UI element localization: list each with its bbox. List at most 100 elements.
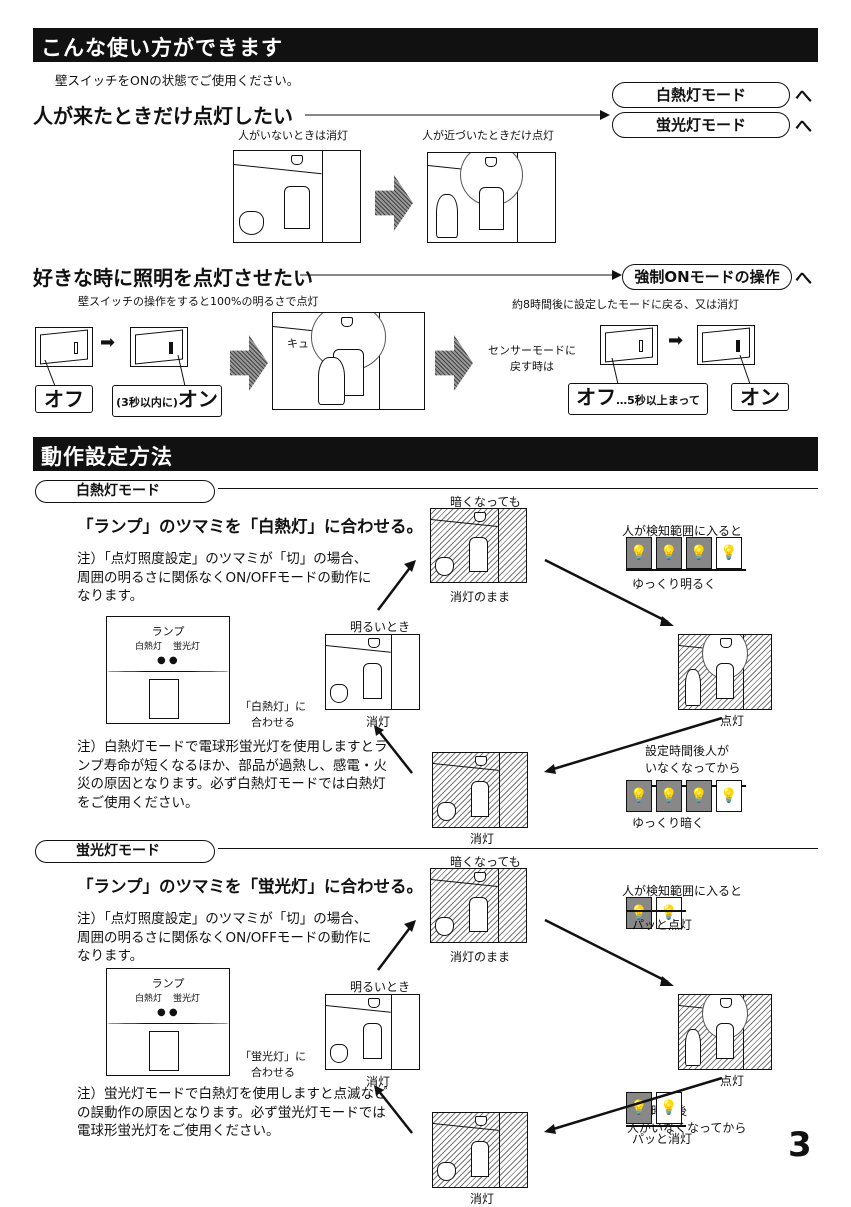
mode-section: 白熱灯モード 「ランプ」のツマミを「白熱灯」に合わせる。 注）「点灯照度設定」の… [0,480,851,846]
bulb-icon: 💡 [656,897,682,929]
bulb-icon: 💡 [626,897,652,929]
off-caption: 消灯 [366,1075,391,1089]
room-dark-off [430,508,527,583]
enter-caption: 人が検知範囲に入ると [622,884,743,898]
heading-force-on: 好きな時に照明を点灯させたい [33,266,313,290]
caption-off: 人がいないときは消灯 [238,129,348,142]
bulb-icon: 💡 [626,537,652,569]
bulb-icon: 💡 [626,780,652,812]
note-caution: 注）白熱灯モードで電球形蛍光灯を使用しますとランプ寿命が短くなるほか、部品が過熱… [77,739,388,811]
cycle-arrows [374,558,723,774]
room-light-on [678,634,772,710]
enter-caption: 人が検知範囲に入ると [622,524,743,538]
fade-in-caption: ゆっくり明るく [632,577,717,591]
indicator-dots: ● ● [157,655,178,666]
panel-title: ランプ [151,625,185,638]
off-caption: 消灯 [366,715,391,729]
panel-callout: 「蛍光灯」に 合わせる [240,1050,306,1079]
arrow-right-icon [626,910,686,912]
leave-caption: 設定時間後人が いなくなってから [645,744,741,775]
off-after-caption: 消灯 [470,832,495,846]
on-caption: 点灯 [720,1074,745,1088]
panel-callout: 「白熱灯」に 合わせる [240,700,306,729]
instruction: 「ランプ」のツマミを「白熱灯」に合わせる。 [77,517,424,536]
room-illustration-person [427,152,556,243]
section-header-settings: 動作設定方法 [33,437,818,471]
bulb-icon: 💡 [716,537,742,569]
page-number: 3 [788,1125,812,1165]
divider [218,488,818,489]
panel-title: ランプ [151,977,185,990]
room-illustration-empty [233,150,361,243]
panel-option-fluorescent: 蛍光灯 [173,642,201,652]
note-off-setting: 注）「点灯照度設定」のツマミが「切」の場合、周囲の明るさに関係なくON/OFFモ… [77,911,372,964]
bulbs-fade-in: 💡💡💡💡 [626,537,742,569]
panel-curve [107,1023,229,1024]
sfx-text: キュ [287,337,309,350]
wall-switch-on [130,327,188,367]
sensor-return-text: センサーモードに 戻す時は [488,344,576,373]
to-text: へ [795,117,812,137]
within-text: (3秒以内に) [116,396,178,409]
bulb-icon: 💡 [686,537,712,569]
room-off-after [432,1112,528,1188]
divider [218,848,818,849]
instruction: 「ランプ」のツマミを「蛍光灯」に合わせる。 [77,877,424,896]
bulb-icon: 💡 [656,537,682,569]
link-fluorescent-mode[interactable]: 蛍光灯モード [612,112,790,138]
room-illustration-switching: キュ [272,312,425,410]
to-text: へ [795,269,812,289]
label-off: オフ [35,385,93,413]
bulbs-fade-out: 💡💡💡💡 [626,780,742,812]
mode-section: 蛍光灯モード 「ランプ」のツマミを「蛍光灯」に合わせる。 注）「点灯照度設定」の… [0,840,851,1206]
lamp-knob[interactable] [149,679,179,719]
room-dark-off [430,868,527,943]
mode-pill: 蛍光灯モード [35,840,215,863]
wait-text: …5秒以上まって [616,394,700,407]
bright-caption: 明るいとき [350,620,411,634]
on-caption: 点灯 [720,714,745,728]
fade-in-caption: パッと点灯 [632,918,693,932]
caption-on: 人が近づいたときだけ点灯 [422,129,554,142]
stay-off-caption: 消灯のまま [450,590,511,604]
arrow-left-icon [626,1125,686,1127]
bulb-icon: 💡 [656,1092,682,1124]
panel-option-fluorescent: 蛍光灯 [173,994,201,1004]
room-light-on [678,994,772,1070]
wall-switch-on [697,325,755,365]
bright-caption: 明るいとき [350,980,411,994]
dark-caption: 暗くなっても [450,855,521,869]
bulbs-fade-in: 💡💡 [626,897,682,929]
link-force-on-mode[interactable]: 強制ONモードの操作 [622,264,792,290]
label-on: オン [731,383,789,411]
fade-out-caption: パッと消灯 [632,1132,693,1146]
arrow-right-icon [626,569,746,571]
panel-curve [107,671,229,672]
arrow-right-icon: ➡ [100,332,116,353]
note-caution: 注）蛍光灯モードで白熱灯を使用しますと点滅などの誤動作の原因となります。必ず蛍光… [77,1086,388,1139]
indicator-dots: ● ● [157,1007,178,1018]
mode-pill: 白熱灯モード [35,480,215,503]
bulb-icon: 💡 [686,780,712,812]
link-incandescent-mode[interactable]: 白熱灯モード [612,82,790,108]
heading-auto-light: 人が来たときだけ点灯したい [33,104,293,128]
stay-off-caption: 消灯のまま [450,950,511,964]
off-text: オフ [576,385,617,409]
dark-caption: 暗くなっても [450,495,521,509]
wall-switch-off [600,325,658,365]
to-text: へ [795,87,812,107]
fade-out-caption: ゆっくり暗く [632,816,705,830]
lamp-knob[interactable] [149,1031,179,1071]
lamp-panel: ランプ 白熱灯 蛍光灯 ● ● [106,616,230,724]
room-off-after [432,752,528,828]
intro-text: 壁スイッチをONの状態でご使用ください。 [55,73,300,88]
bulb-icon: 💡 [656,780,682,812]
arrow-right-icon: ➡ [668,330,684,351]
room-bright-off [325,994,420,1070]
bulb-icon: 💡 [716,780,742,812]
callout-lines [44,110,751,387]
panel-option-incandescent: 白熱灯 [135,642,163,652]
label-off-wait: オフ…5秒以上まって [568,383,708,415]
cycle-arrows [374,918,723,1134]
note-off-setting: 注）「点灯照度設定」のツマミが「切」の場合、周囲の明るさに関係なくON/OFFモ… [77,551,372,604]
